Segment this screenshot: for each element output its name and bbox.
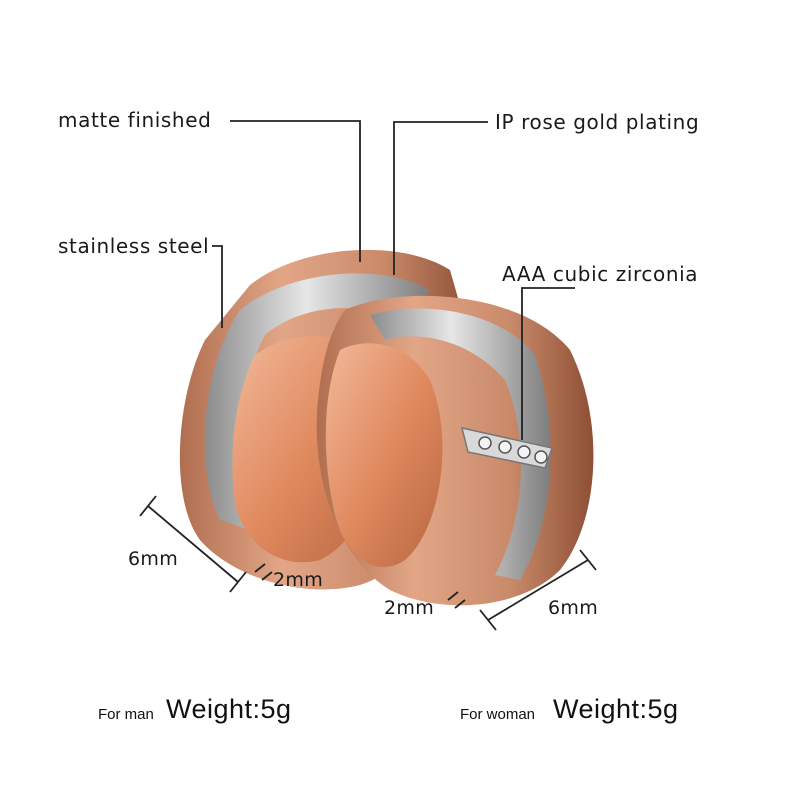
callout-ip-rose-gold-plating: IP rose gold plating	[495, 110, 700, 134]
callout-lines	[212, 120, 575, 440]
woman-label: For woman	[460, 706, 536, 723]
callout-stainless-steel: stainless steel	[58, 234, 210, 258]
man-weight: Weight:5g	[166, 694, 292, 724]
dimension-marks	[139, 495, 597, 631]
callout-cubic-zirconia: AAA cubic zirconia	[502, 262, 699, 286]
man-groove-dimension: 2mm	[273, 569, 324, 591]
woman-weight: Weight:5g	[553, 694, 679, 724]
woman-width-dimension: 6mm	[548, 597, 599, 619]
woman-ring	[316, 295, 594, 606]
man-label: For man	[98, 706, 154, 723]
woman-groove-dimension: 2mm	[384, 597, 435, 619]
callout-matte-finished: matte finished	[58, 108, 212, 132]
cubic-zirconia-stones	[460, 427, 553, 469]
man-width-dimension: 6mm	[128, 548, 179, 570]
